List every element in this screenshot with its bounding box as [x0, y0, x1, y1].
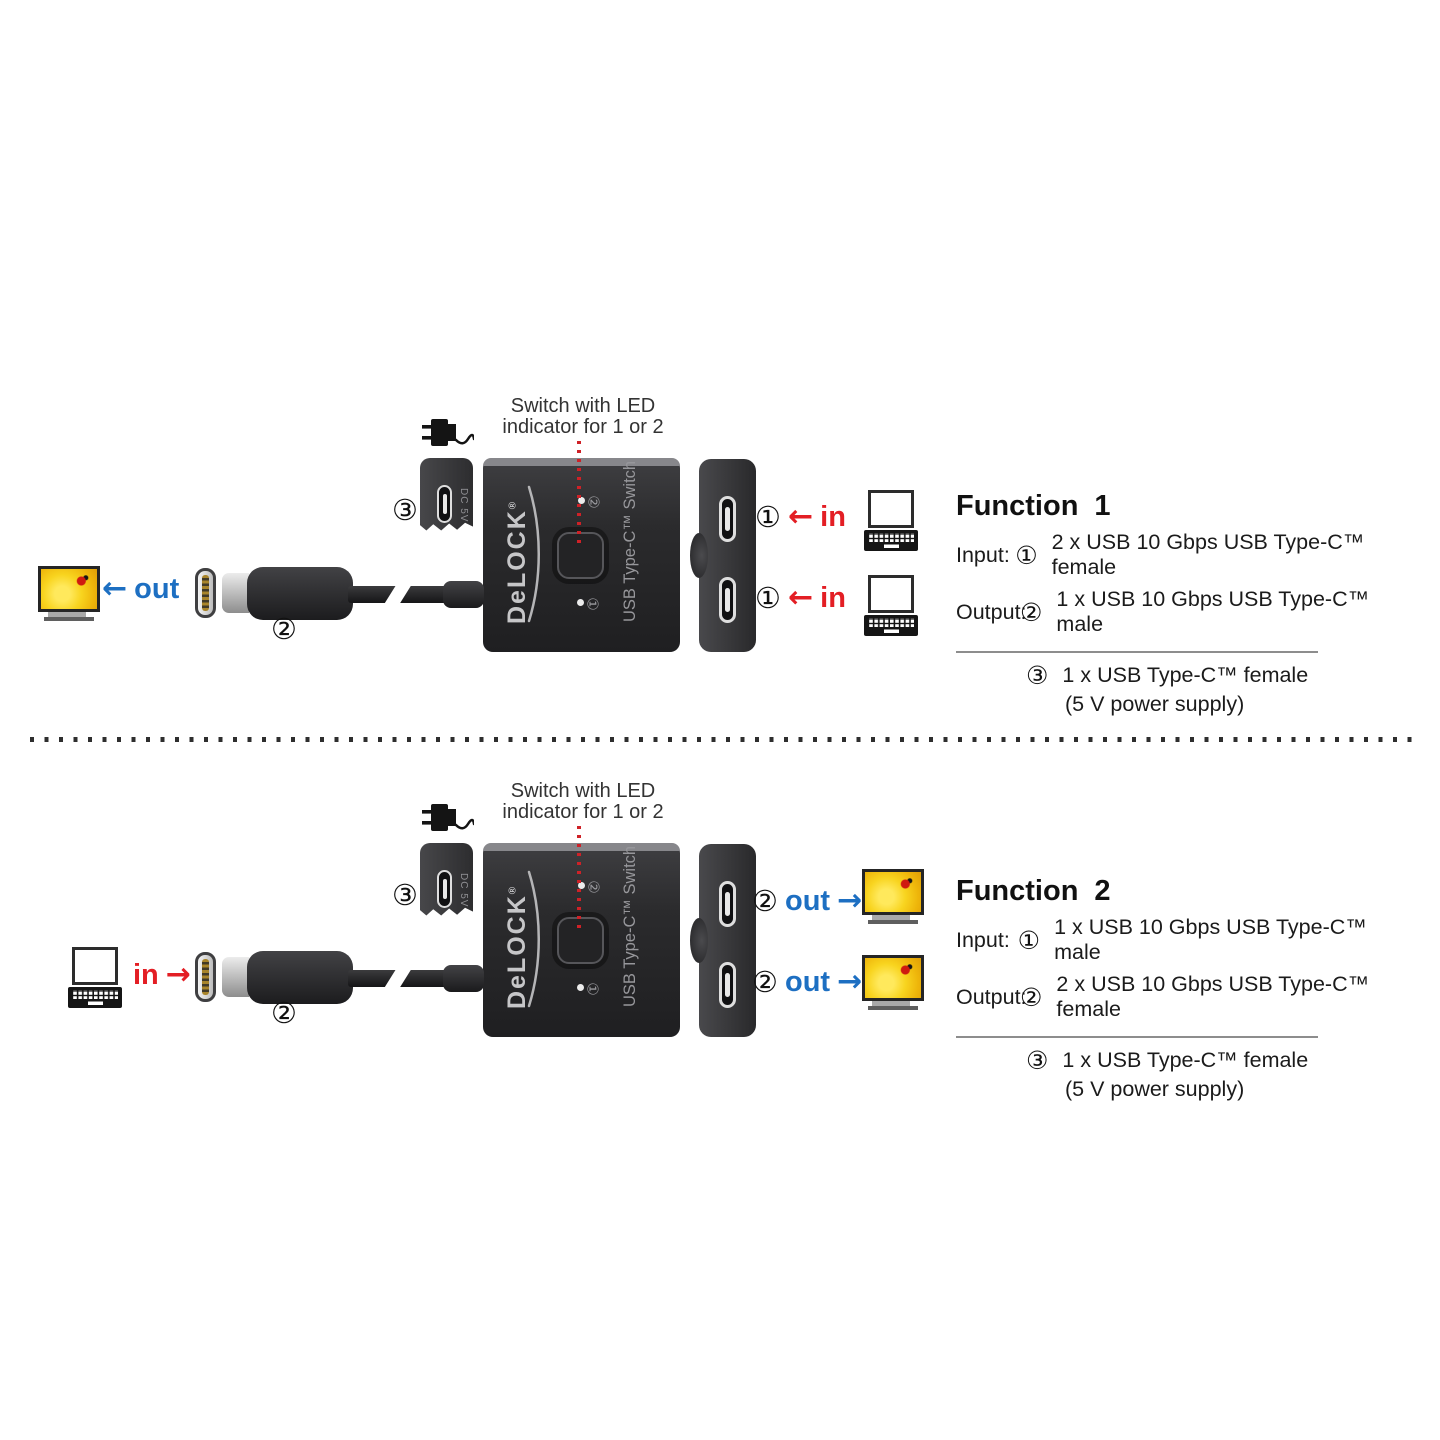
- usb-c-port-2: [719, 577, 736, 623]
- in-flow-label-2: ① ← in: [755, 580, 846, 615]
- plug-metal-shell: [222, 573, 249, 613]
- dc-port-label: DC 5V: [458, 873, 469, 908]
- led-indicator-1: ①: [577, 595, 617, 611]
- function1-power-note: (5 V power supply): [1065, 692, 1245, 716]
- plug-body: [247, 951, 353, 1004]
- led-indicator-2: ②: [578, 878, 618, 894]
- led-dot: [577, 984, 584, 991]
- laptop-icon: [864, 575, 918, 637]
- left-arrow-icon: ←: [102, 571, 128, 606]
- left-arrow-icon: ←: [788, 580, 814, 615]
- monitor-screen: [38, 566, 100, 612]
- cable-strain-relief: [443, 965, 484, 992]
- in-flow-label: in →: [133, 957, 191, 992]
- power-adapter-icon: [422, 419, 474, 446]
- function2-power-row: ③ 1 x USB Type-C™ female: [1026, 1046, 1309, 1075]
- usb-c-port-1: [719, 881, 736, 927]
- left-arrow-icon: ←: [788, 499, 814, 534]
- usb-c-port-2: [719, 962, 736, 1008]
- function1-input-row: Input: ① 2 x USB 10 Gbps USB Type-C™ fem…: [956, 530, 1365, 579]
- logo-swoosh: [527, 485, 540, 623]
- switch-note: Switch with LED indicator for 1 or 2: [470, 396, 696, 438]
- dc-port-label: DC 5V: [458, 488, 469, 523]
- function1-diagram: Switch with LED indicator for 1 or 2 ③ D…: [0, 390, 1440, 750]
- function1-power-row: ③ 1 x USB Type-C™ female: [1026, 661, 1309, 690]
- out-flow-label-1: ② out →: [752, 883, 863, 918]
- switch-note-line2: indicator for 1 or 2: [502, 801, 664, 823]
- function1-output-row: Output: ② 1 x USB 10 Gbps USB Type-C™ ma…: [956, 587, 1370, 636]
- led-pointer-line: [577, 441, 581, 547]
- function2-power-note: (5 V power supply): [1065, 1077, 1245, 1101]
- led-dot: [578, 497, 585, 504]
- plug-body: [247, 567, 353, 620]
- switch-note-line1: Switch with LED: [510, 395, 656, 417]
- function2-diagram: Switch with LED indicator for 1 or 2 ③ D…: [0, 775, 1440, 1135]
- switch-button: [557, 532, 604, 579]
- usb-c-port-dc: [437, 870, 452, 908]
- switch-note-line2: indicator for 1 or 2: [502, 416, 664, 438]
- callout-2: ②: [271, 612, 297, 646]
- ports-panel: [690, 459, 756, 652]
- dc-power-panel: DC 5V: [420, 843, 473, 916]
- led-indicator-1: ①: [577, 980, 617, 996]
- switch-note-line1: Switch with LED: [510, 780, 656, 802]
- out-flow-label-2: ② out →: [752, 964, 863, 999]
- side-button-bulge: [690, 918, 708, 963]
- callout-3: ③: [392, 878, 418, 912]
- switch-device: DeLOCK® ② ① USB Type-C™ Switch: [483, 458, 680, 652]
- power-adapter-icon: [422, 804, 474, 831]
- callout-2: ②: [271, 996, 297, 1030]
- usb-c-port-1: [719, 496, 736, 542]
- usb-c-plug-tip: [195, 952, 216, 1002]
- plug-metal-shell: [222, 957, 249, 997]
- out-flow-label: ← out: [102, 571, 180, 606]
- device-label: USB Type-C™ Switch: [621, 845, 639, 1007]
- divider: [956, 1036, 1318, 1038]
- right-arrow-icon: →: [837, 964, 863, 999]
- led-dot: [578, 882, 585, 889]
- logo-swoosh: [527, 870, 540, 1008]
- led-pointer-line: [577, 826, 581, 932]
- monitor-icon: [862, 869, 924, 926]
- section-separator: [30, 737, 1414, 742]
- usb-c-plug-tip: [195, 568, 216, 618]
- right-arrow-icon: →: [165, 957, 191, 992]
- device-label: USB Type-C™ Switch: [621, 460, 639, 622]
- monitor-screen: [862, 955, 924, 1001]
- divider: [956, 651, 1318, 653]
- monitor-screen: [862, 869, 924, 915]
- side-button-bulge: [690, 533, 708, 578]
- switch-device: DeLOCK® ② ① USB Type-C™ Switch: [483, 843, 680, 1037]
- laptop-icon: [864, 490, 918, 552]
- function2-output-row: Output: ② 2 x USB 10 Gbps USB Type-C™ fe…: [956, 972, 1370, 1021]
- switch-note: Switch with LED indicator for 1 or 2: [470, 781, 696, 823]
- monitor-icon: [862, 955, 924, 1012]
- ports-panel: [690, 844, 756, 1037]
- usb-c-port-dc: [437, 485, 452, 523]
- cable-strain-relief: [443, 581, 484, 608]
- led-dot: [577, 599, 584, 606]
- dc-power-panel: DC 5V: [420, 458, 473, 531]
- right-arrow-icon: →: [837, 883, 863, 918]
- callout-3: ③: [392, 493, 418, 527]
- monitor-icon: [38, 566, 100, 623]
- in-flow-label-1: ① ← in: [755, 499, 846, 534]
- led-indicator-2: ②: [578, 493, 618, 509]
- laptop-icon: [68, 947, 122, 1009]
- function2-input-row: Input: ① 1 x USB 10 Gbps USB Type-C™ mal…: [956, 915, 1367, 964]
